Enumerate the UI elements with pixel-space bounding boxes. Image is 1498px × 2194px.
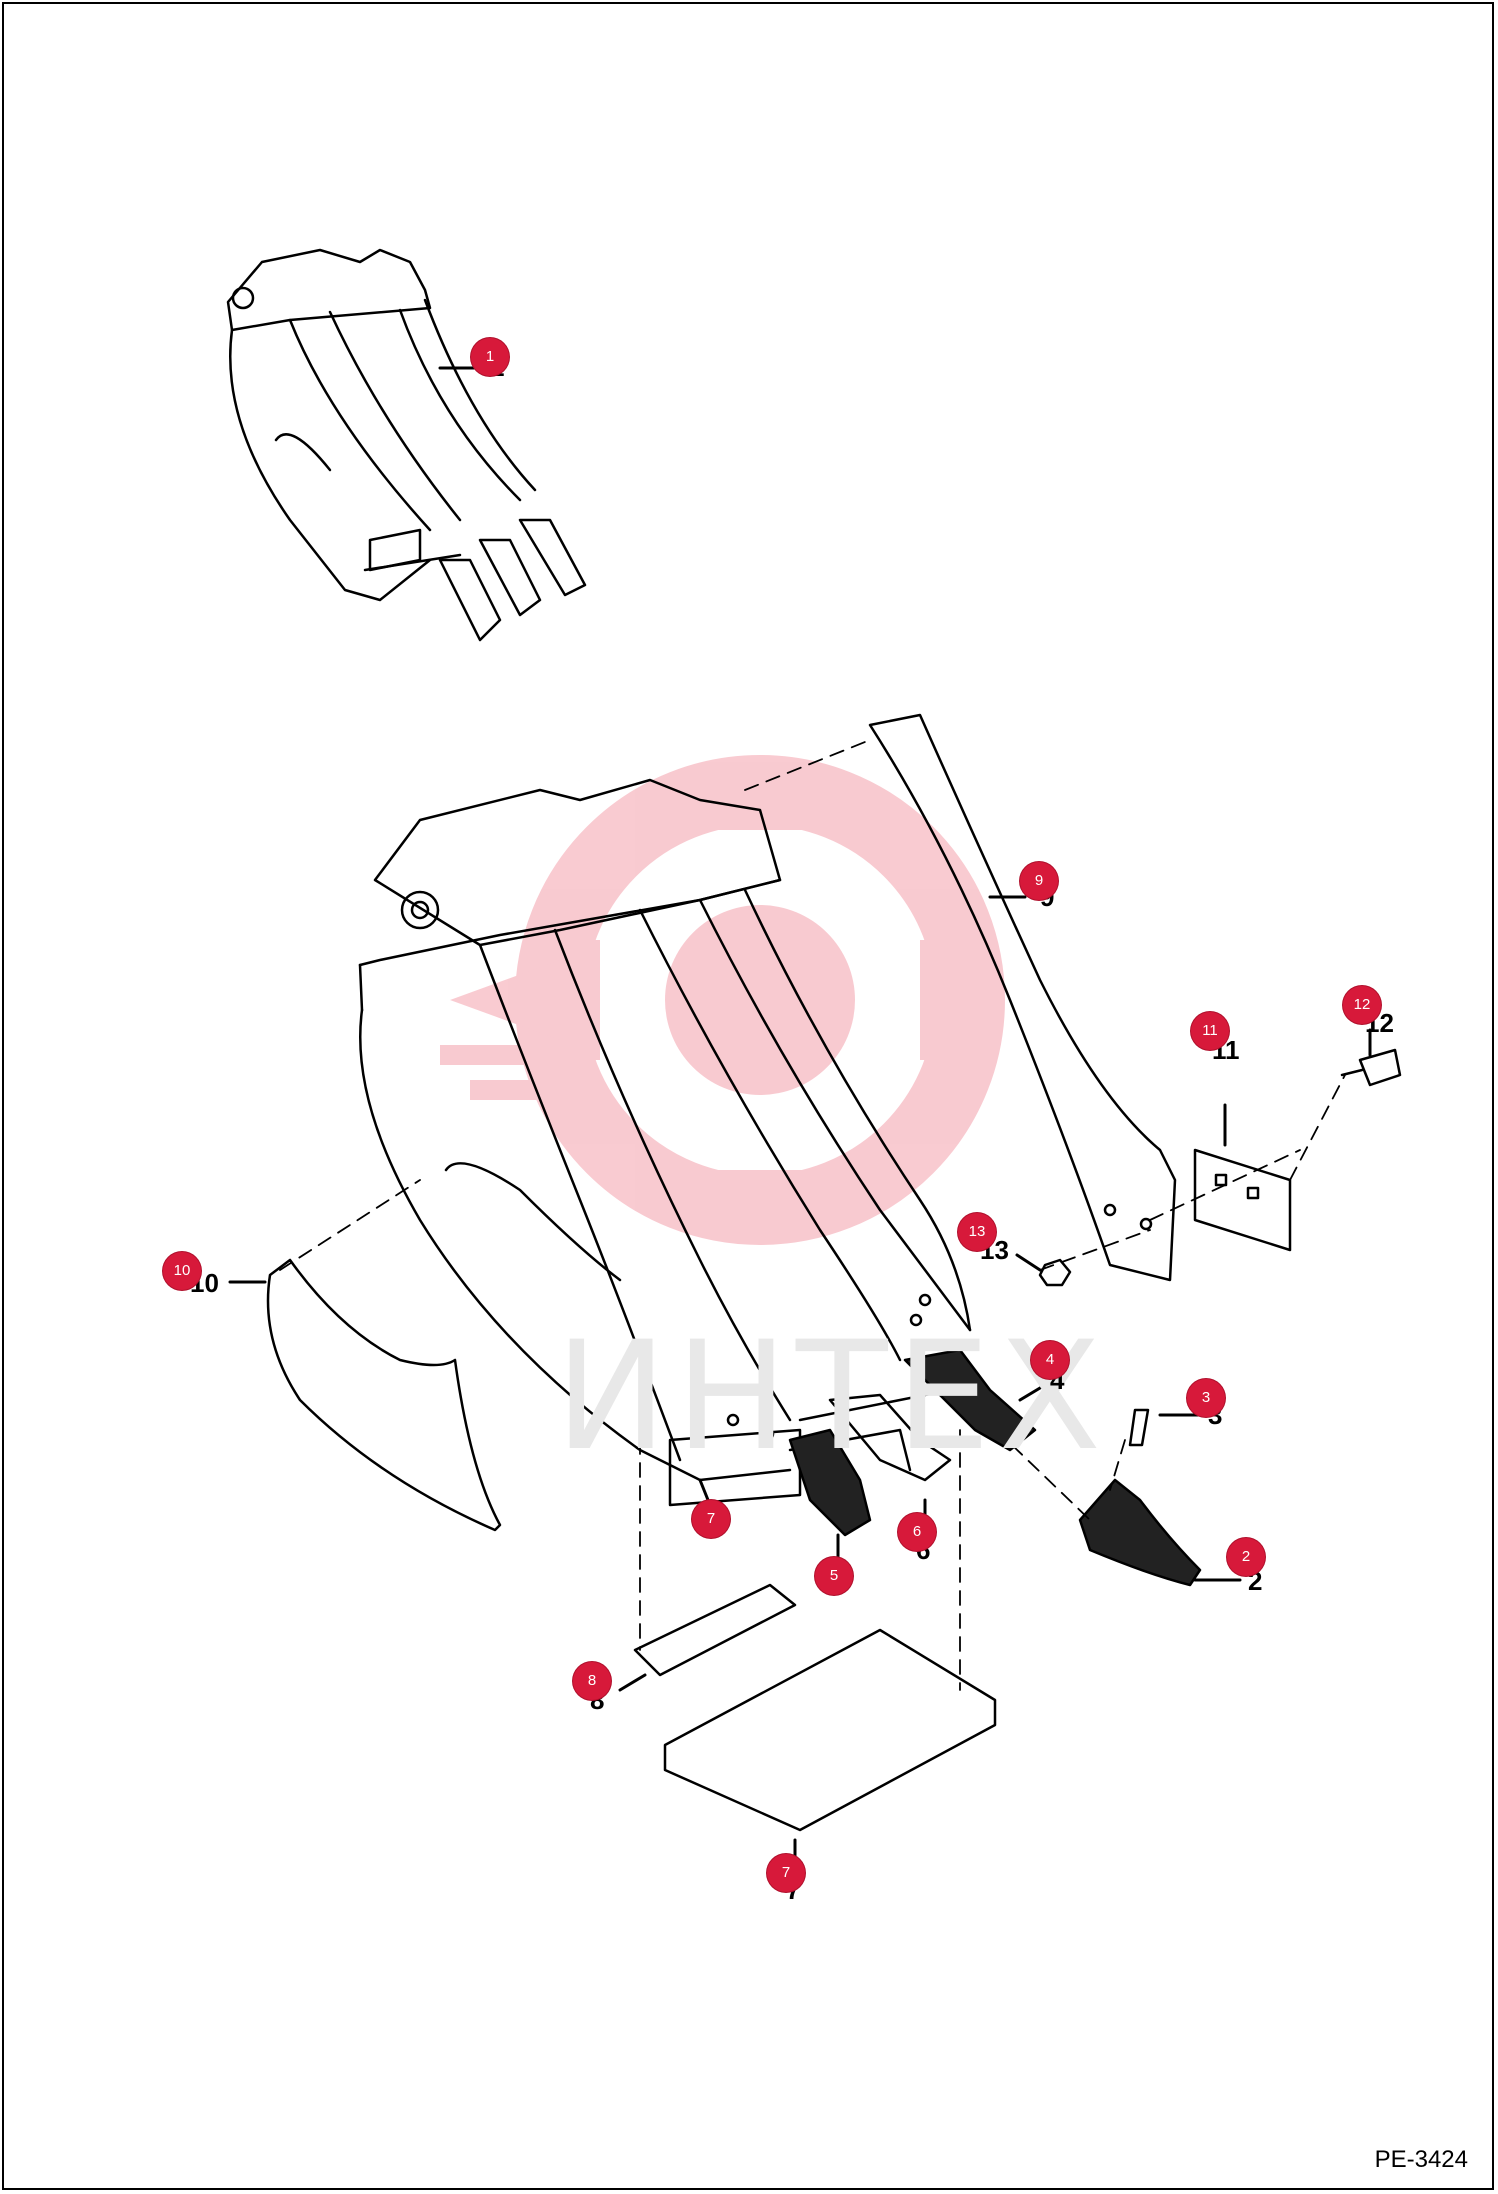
callout-7b[interactable]: 7 [767, 1854, 805, 1892]
cutting-edge-8-drawing [633, 1583, 797, 1677]
leader-lines [228, 366, 1372, 1872]
side-plate-10-drawing [266, 1258, 502, 1532]
callout-12[interactable]: 12 [1343, 986, 1381, 1024]
callout-4[interactable]: 4 [1031, 1341, 1069, 1379]
assembly-dashed-lines [279, 739, 1346, 1691]
drawing-code: PE-3424 [1374, 2146, 1468, 2173]
tooth-2-drawing [1078, 1478, 1202, 1587]
side-plate-9-drawing [868, 713, 1177, 1282]
overview-bucket-drawing [226, 248, 587, 642]
callout-7a[interactable]: 7 [692, 1500, 730, 1538]
watermark-text: ИНТЕХ [555, 1310, 1110, 1484]
callout-10[interactable]: 10 [163, 1252, 201, 1290]
cutting-edge-7-drawing [663, 1628, 997, 1832]
watermark-gear-logo [440, 755, 1005, 1245]
bucket-teeth-drawing [788, 1348, 1037, 1537]
callout-2[interactable]: 2 [1227, 1538, 1265, 1576]
callout-13[interactable]: 13 [958, 1213, 996, 1251]
callout-8[interactable]: 8 [573, 1662, 611, 1700]
main-bucket-drawing [358, 778, 972, 1507]
nut-13-drawing [1038, 1258, 1072, 1287]
pin-3-drawing [1128, 1408, 1150, 1447]
side-cutter-11-drawing [1193, 1148, 1292, 1252]
callout-9[interactable]: 9 [1020, 862, 1058, 900]
callout-6[interactable]: 6 [898, 1513, 936, 1551]
callout-3[interactable]: 3 [1187, 1379, 1225, 1417]
callout-1[interactable]: 1 [471, 338, 509, 376]
callout-5[interactable]: 5 [815, 1557, 853, 1595]
callout-11[interactable]: 11 [1191, 1012, 1229, 1050]
